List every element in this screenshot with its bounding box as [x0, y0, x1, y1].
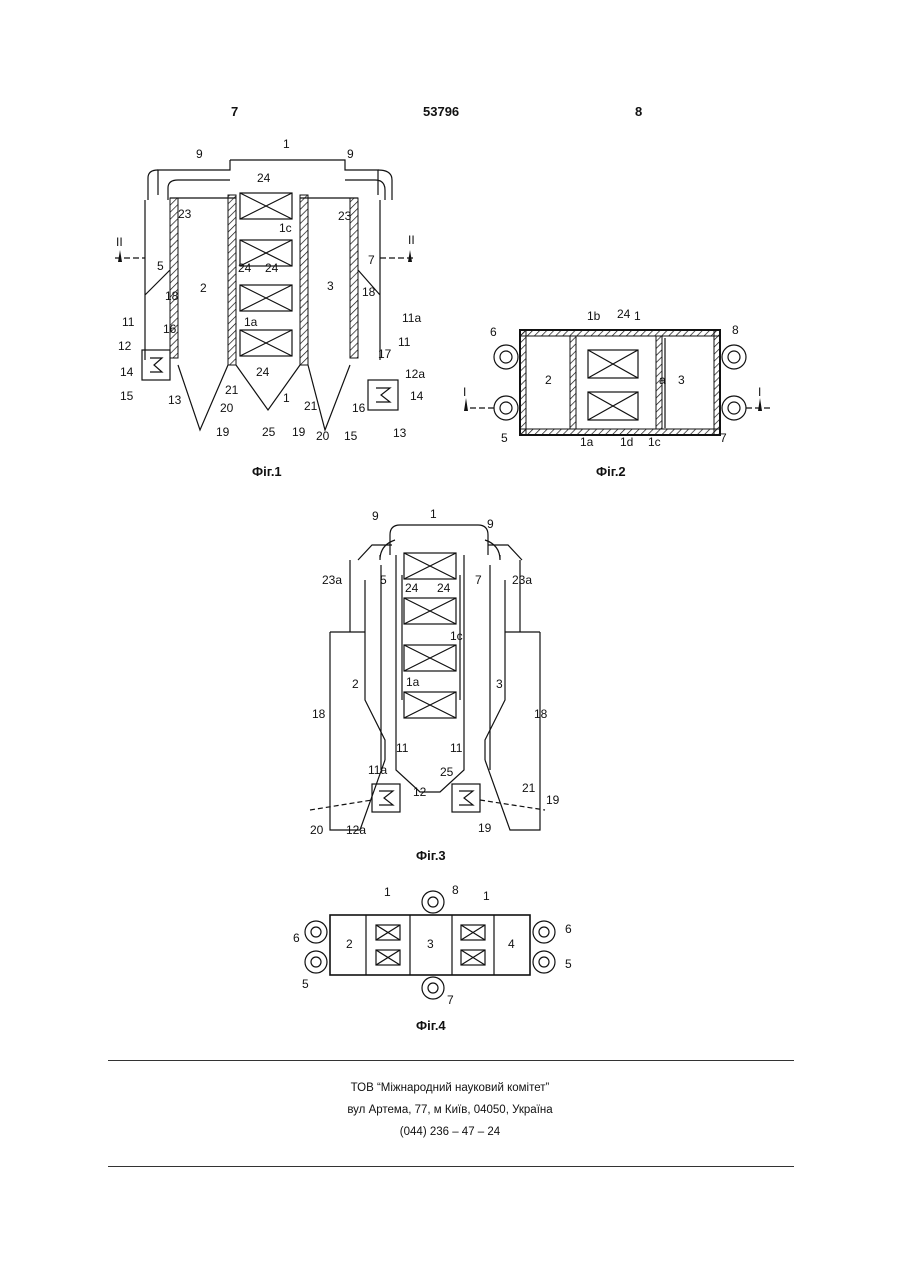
figure-label: 3 — [427, 937, 434, 951]
figure-label: 7 — [447, 993, 454, 1007]
figure-label: 8 — [452, 883, 459, 897]
figure-label: 1 — [483, 889, 490, 903]
footer-bottom-rule — [108, 1166, 794, 1167]
footer-company: ТОВ “Міжнародний науковий комітет” — [0, 1082, 900, 1094]
figure-label: 5 — [565, 957, 572, 971]
footer-phone: (044) 236 – 47 – 24 — [0, 1126, 900, 1138]
figure-4-caption: Фiг.4 — [416, 1018, 446, 1033]
figure-label: 2 — [346, 937, 353, 951]
figure-label: 6 — [565, 922, 572, 936]
figure-4-drawing: 1 8 1 6 2 3 4 6 5 5 7 — [0, 0, 900, 1020]
figure-label: 6 — [293, 931, 300, 945]
footer-address: вул Артема, 77, м Київ, 04050, Україна — [0, 1104, 900, 1116]
figure-label: 5 — [302, 977, 309, 991]
figure-label: 4 — [508, 937, 515, 951]
figure-label: 1 — [384, 885, 391, 899]
footer-top-rule — [108, 1060, 794, 1061]
